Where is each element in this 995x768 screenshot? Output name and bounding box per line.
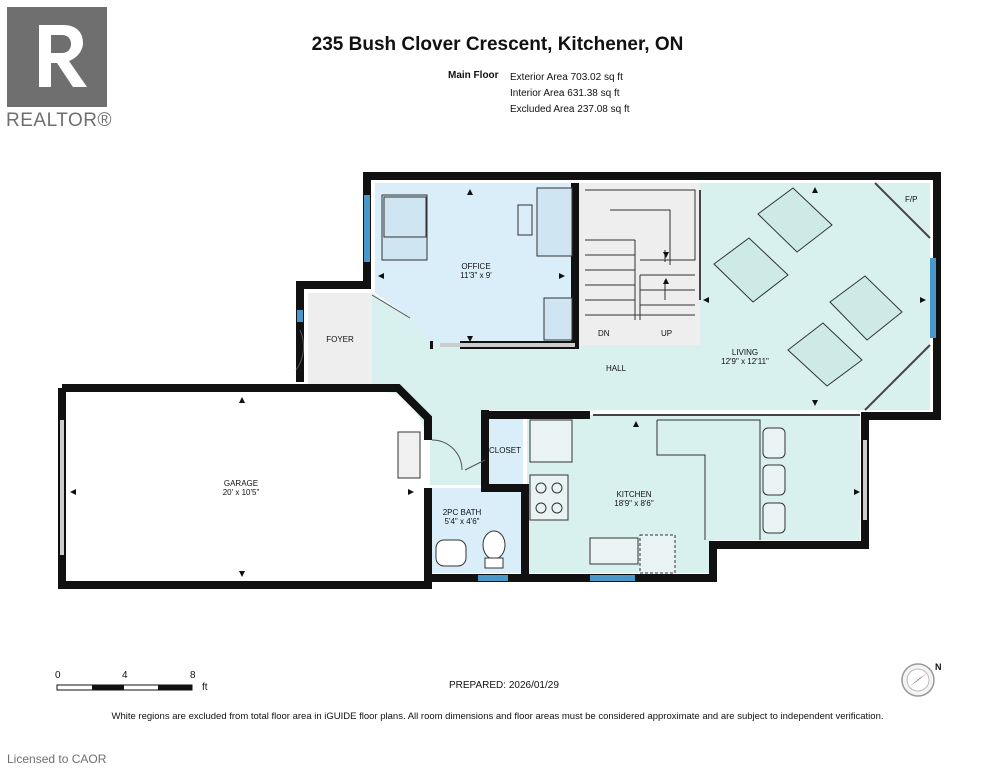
stairs-down-label: DN [598, 329, 610, 338]
kitchen-room [527, 415, 860, 573]
living-name: LIVING [731, 348, 759, 357]
compass [901, 663, 935, 697]
bath-label: 2PC BATH 5'4" x 4'6" [436, 508, 488, 526]
kitchen-name: KITCHEN [616, 490, 652, 499]
property-address-title: 235 Bush Clover Crescent, Kitchener, ON [311, 34, 684, 55]
dimension-arrows [70, 187, 926, 577]
prepared-date: PREPARED: 2026/01/29 [449, 680, 559, 691]
stair-area [580, 183, 700, 345]
garage-name: GARAGE [223, 479, 259, 488]
excluded-area: Excluded Area 237.08 sq ft [510, 104, 630, 115]
disclaimer-footnote: White regions are excluded from total fl… [111, 711, 884, 722]
exterior-area: Exterior Area 703.02 sq ft [510, 72, 623, 83]
scale-bar [56, 684, 193, 691]
foyer-room [308, 293, 372, 390]
license-caption: Licensed to CAOR [7, 752, 107, 766]
scale-tick-8: 8 [190, 670, 196, 681]
realtor-wordmark: REALTOR® [6, 110, 112, 131]
living-room [700, 183, 930, 410]
closet-room [485, 415, 523, 485]
area-summary: Exterior Area 703.02 sq ft Interior Area… [510, 70, 630, 118]
interior-area: Interior Area 631.38 sq ft [510, 88, 620, 99]
living-furniture [713, 187, 903, 387]
garage-label: GARAGE 20' x 10'5" [209, 479, 273, 497]
foyer-label: FOYER [326, 335, 354, 344]
closet-label: CLOSET [488, 446, 521, 455]
garage-dims: 20' x 10'5" [222, 488, 260, 497]
kitchen-fixtures [529, 419, 786, 574]
living-dims: 12'9" x 12'11" [721, 357, 769, 366]
bath-dims: 5'4" x 4'6" [444, 517, 480, 526]
floor-label: Main Floor [448, 70, 499, 81]
office-label: OFFICE 11'3" x 9' [446, 262, 506, 280]
fireplace-label: F/P [905, 195, 918, 204]
stairs-up-label: UP [661, 329, 673, 338]
compass-north-label: N [935, 662, 942, 672]
scale-tick-0: 0 [55, 670, 61, 681]
scale-tick-4: 4 [122, 670, 128, 681]
office-name: OFFICE [461, 262, 491, 271]
living-label: LIVING 12'9" x 12'11" [709, 348, 781, 366]
office-dims: 11'3" x 9' [460, 271, 492, 280]
hall-area [372, 293, 700, 485]
scale-unit: ft [202, 682, 208, 693]
kitchen-dims: 18'9" x 8'6" [614, 499, 654, 508]
hall-label: HALL [606, 364, 627, 373]
bath-name: 2PC BATH [442, 508, 482, 517]
realtor-logo [7, 7, 107, 107]
office-furniture [381, 187, 573, 341]
windows [297, 195, 936, 581]
kitchen-label: KITCHEN 18'9" x 8'6" [602, 490, 666, 508]
